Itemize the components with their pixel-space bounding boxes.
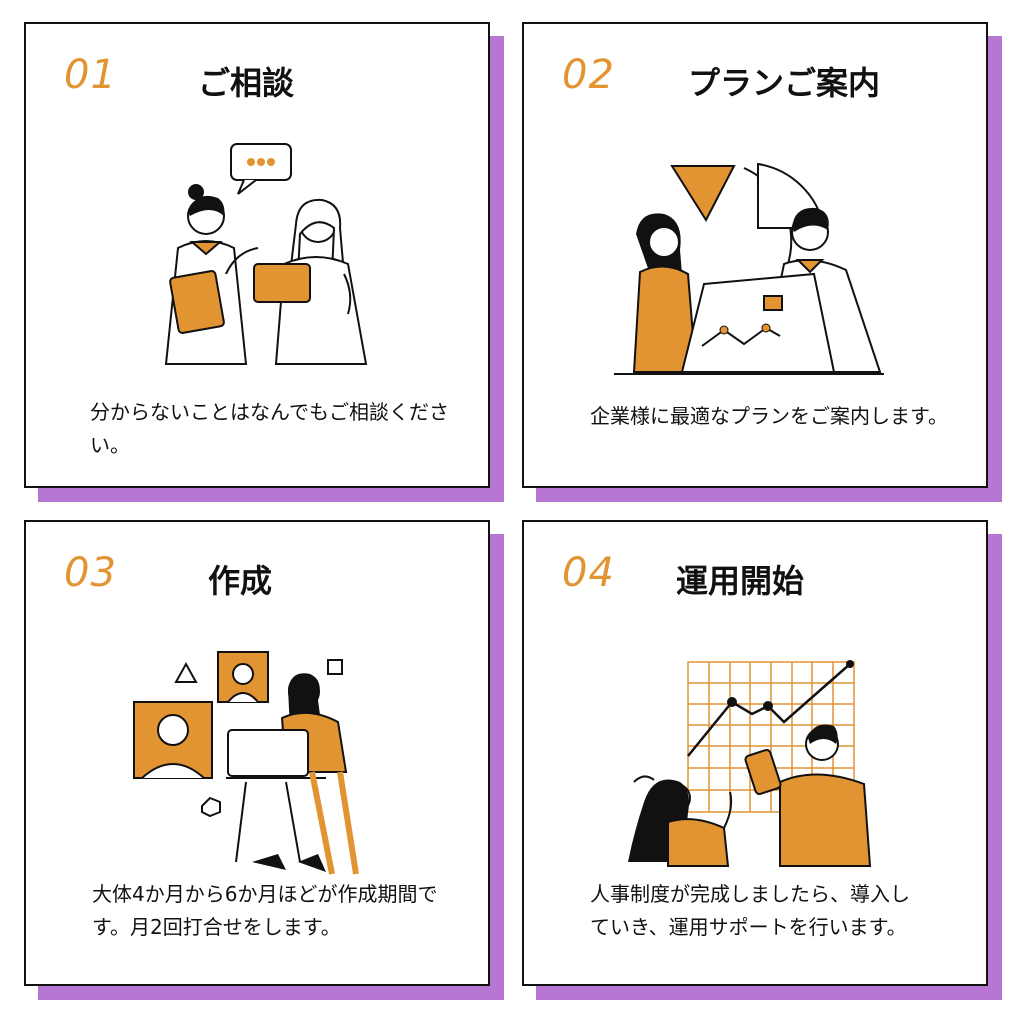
step-description: 企業様に最適なプランをご案内します。 (590, 404, 948, 428)
step-title: 作成 (208, 562, 273, 600)
step-description: 人事制度が完成しましたら、導入していき、運用サポートを行います。 (590, 882, 910, 939)
plan-guidance-illustration (614, 162, 884, 375)
step-number: 01 (64, 52, 117, 98)
step-card-1: 01 ご相談 分からないことはなんでもご相談ください。 (24, 22, 504, 502)
step-card-2: 02 プランご案内 企業様に最適なプランをご案内します。 (522, 22, 1002, 502)
step-title: プランご案内 (688, 64, 881, 102)
step-number: 04 (562, 550, 615, 596)
step-description: 大体4か月から6か月ほどが作成期間です。月2回打合せをします。 (92, 882, 438, 939)
creation-illustration (133, 651, 359, 875)
card-body: 01 ご相談 分からないことはなんでもご相談ください。 (24, 22, 490, 488)
step-number: 02 (562, 52, 615, 98)
step-title: ご相談 (198, 64, 295, 102)
step-card-3: 03 作成 大体4か月から6か月ほどが作成期間です。月2回打合せをしま (24, 520, 504, 1000)
step-description: 分からないことはなんでもご相談ください。 (90, 400, 449, 457)
step-title: 運用開始 (676, 562, 805, 600)
consultation-illustration (164, 143, 368, 365)
card-body: 04 運用開始 (522, 520, 988, 986)
card-body: 02 プランご案内 企業様に最適なプランをご案内します。 (522, 22, 988, 488)
card-body: 03 作成 大体4か月から6か月ほどが作成期間です。月2回打合せをしま (24, 520, 490, 986)
step-number: 03 (64, 550, 117, 596)
step-card-4: 04 運用開始 (522, 520, 1002, 1000)
operation-start-illustration (628, 660, 872, 867)
